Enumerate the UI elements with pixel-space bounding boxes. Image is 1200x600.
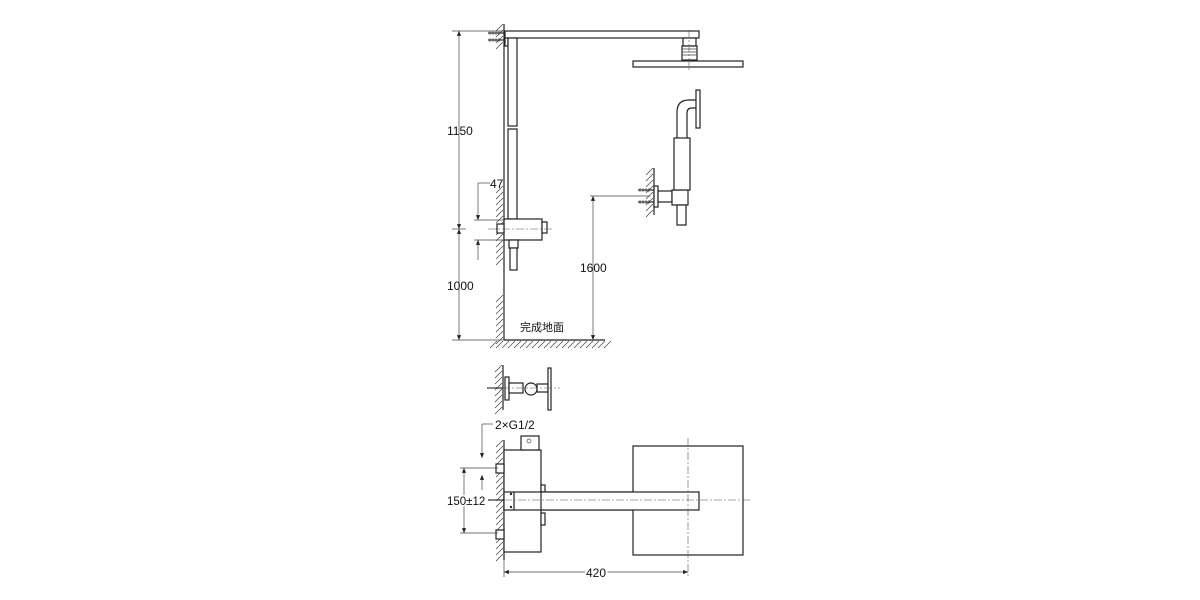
- dim-label-1600: 1600: [580, 261, 607, 275]
- shower-head-connector: [681, 37, 698, 61]
- dim-label-47: 47: [490, 177, 504, 191]
- knob-lower: [540, 512, 546, 526]
- wall-outlet-fitting: [487, 365, 560, 411]
- side-view: 1150 1000 47 1600 完成地面: [447, 23, 744, 349]
- anchor-bolts-top: [488, 31, 504, 42]
- hand-shower-assembly: [638, 89, 701, 226]
- inlet-lower: [495, 529, 505, 540]
- handshower-height-dimension: [590, 195, 650, 340]
- thermostatic-mixer: [503, 218, 543, 241]
- wall-hatching: [489, 23, 654, 349]
- arm-length-dimension: [503, 560, 688, 577]
- dim-label-connection: 2×G1/2: [495, 418, 535, 432]
- height-dimension: [452, 30, 504, 341]
- plan-view: 2×G1/2 150±12 420: [446, 364, 752, 582]
- mixer-knob: [541, 221, 548, 234]
- inlet-upper: [495, 463, 505, 474]
- dim-label-1000: 1000: [447, 279, 474, 293]
- spacing-dimension: [460, 467, 498, 534]
- mixer-offset-dimension: [474, 182, 505, 260]
- hand-shower-handle: [673, 137, 691, 191]
- overhead-arm: [504, 30, 700, 39]
- hose-outlet: [676, 204, 687, 226]
- mixer-outlet-nut: [508, 239, 519, 249]
- mixer-inlet: [496, 223, 505, 234]
- riser-pipe-lower: [507, 128, 518, 220]
- dim-label-spacing: 150±12: [447, 496, 485, 508]
- knob-upper: [540, 484, 546, 493]
- dim-label-1150: 1150: [447, 124, 473, 138]
- dim-label-420: 420: [586, 566, 606, 580]
- floor-label: 完成地面: [520, 320, 564, 334]
- mixer-outlet: [509, 247, 518, 271]
- hand-shower-holder-plate: [695, 89, 701, 129]
- riser-pipe-upper: [507, 37, 518, 127]
- rain-shower-head: [632, 60, 744, 68]
